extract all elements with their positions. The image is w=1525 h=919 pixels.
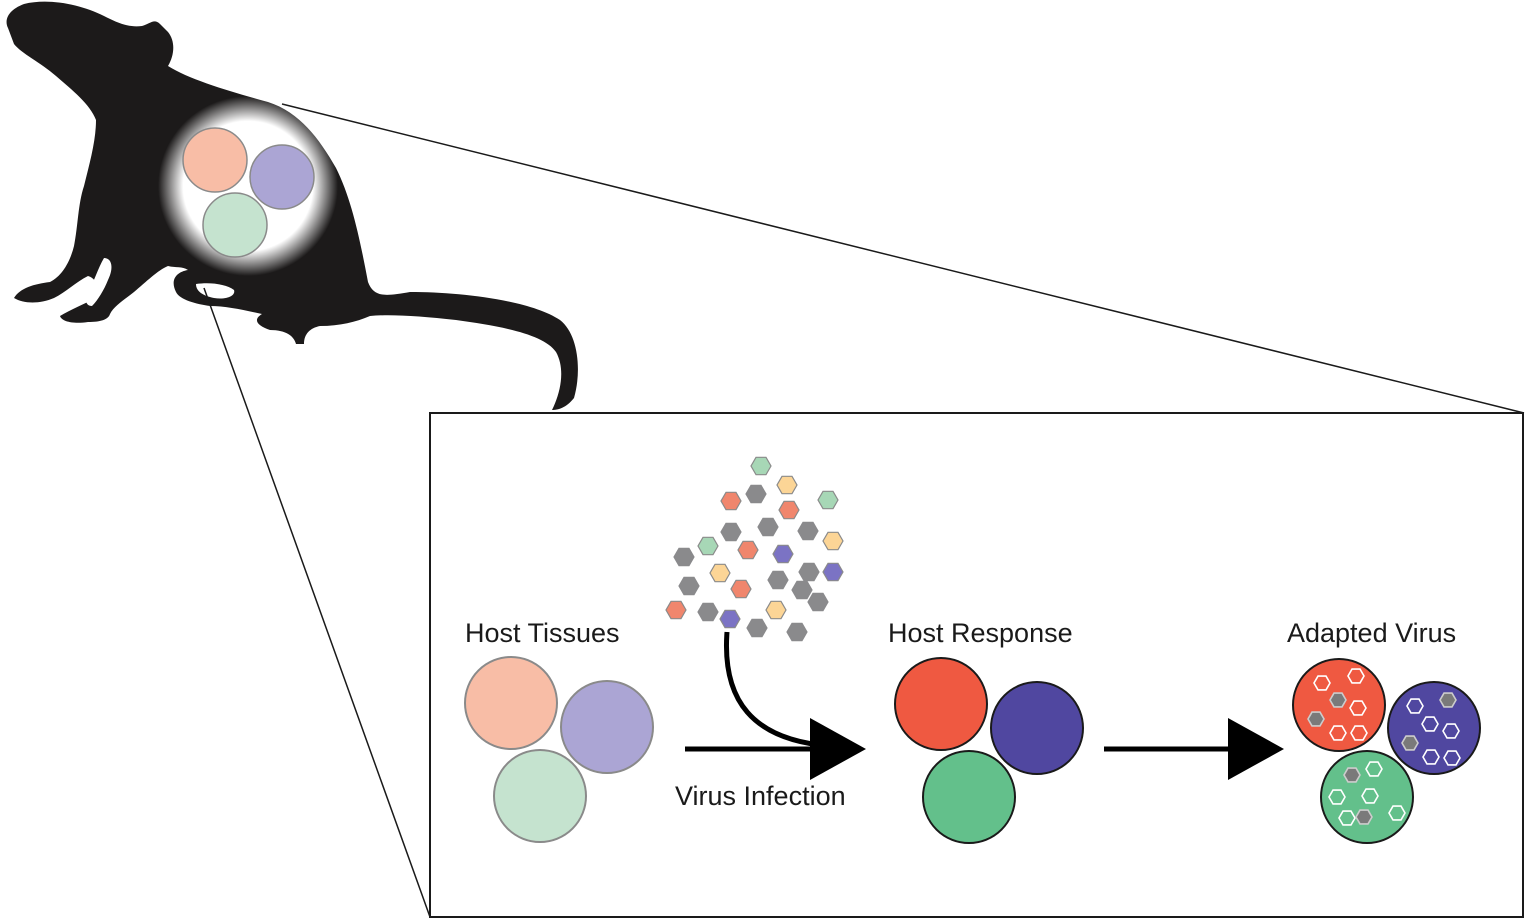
adapted-virion-icon	[1328, 789, 1346, 805]
virion-icon	[776, 475, 798, 495]
virion-icon	[746, 618, 768, 638]
adapted-virion-icon	[1343, 767, 1361, 783]
virion-icon	[745, 484, 767, 504]
virion-icon	[817, 490, 839, 510]
adapted-virion-icon	[1388, 805, 1406, 821]
adapted-virion-icon	[1422, 749, 1440, 765]
adapted-virion-icon	[1401, 735, 1419, 751]
infection-arrow	[685, 631, 866, 780]
virion-icon	[697, 536, 719, 556]
response-red	[894, 657, 988, 751]
adapted-virion-icon	[1442, 723, 1460, 739]
virion-icon	[750, 456, 772, 476]
inset-tissue-mint	[202, 192, 268, 258]
adapted-virion-icon	[1347, 668, 1365, 684]
adapted-virion-icon	[1313, 675, 1331, 691]
virion-icon	[719, 609, 741, 629]
adapted-virion-icon	[1307, 711, 1325, 727]
virion-icon	[822, 531, 844, 551]
virion-icon	[798, 562, 820, 582]
virion-icon	[737, 540, 759, 560]
virion-icon	[778, 500, 800, 520]
infection-arrowhead	[810, 718, 866, 780]
tissue-lavender	[560, 680, 654, 774]
response-green	[922, 750, 1016, 844]
virion-icon	[720, 491, 742, 511]
virion-icon	[767, 570, 789, 590]
adapted-virion-icon	[1350, 725, 1368, 741]
adapted-virion-icon	[1443, 750, 1461, 766]
adapted-virion-icon	[1421, 716, 1439, 732]
adapted-virion-icon	[1329, 725, 1347, 741]
tissue-mint	[493, 749, 587, 843]
mouse-tissue-inset	[158, 96, 338, 276]
virus-infection-label: Virus Infection	[675, 781, 846, 811]
virion-icon	[673, 547, 695, 567]
tissue-salmon	[464, 656, 558, 750]
virion-icon	[772, 544, 794, 564]
virion-icon	[757, 517, 779, 537]
infection-curve	[723, 631, 831, 749]
virion-icon	[765, 600, 787, 620]
host-tissues	[464, 656, 654, 843]
virion-icon	[678, 576, 700, 596]
mouse-paw	[196, 283, 235, 299]
response-arrow	[1104, 718, 1284, 780]
adapted-virus-cells	[1292, 658, 1481, 844]
adapted-virion-icon	[1406, 698, 1424, 714]
host-response	[894, 657, 1084, 844]
zoom-line-top	[281, 103, 1525, 414]
virion-icon	[822, 562, 844, 582]
adapted-virion-icon	[1361, 788, 1379, 804]
virion-icon	[786, 622, 808, 642]
adapted-virion-icon	[1338, 810, 1356, 826]
response-arrowhead	[1228, 718, 1284, 780]
virion-icon	[697, 602, 719, 622]
mouse-toe	[85, 258, 112, 306]
virus-cloud	[665, 456, 844, 642]
adapted-virion-icon	[1329, 692, 1347, 708]
adapted-virion-icon	[1365, 761, 1383, 777]
inset-tissue-salmon	[182, 127, 248, 193]
host-response-label: Host Response	[888, 618, 1073, 648]
response-blue	[990, 681, 1084, 775]
virion-icon	[791, 580, 813, 600]
virion-icon	[709, 563, 731, 583]
adapted-virus-label: Adapted Virus	[1287, 618, 1456, 648]
adapted-virion-icon	[1439, 692, 1457, 708]
inset-tissue-lavender	[249, 144, 315, 210]
adapted-virion-icon	[1349, 700, 1367, 716]
adapted-virion-icon	[1355, 809, 1373, 825]
zoom-line-bottom	[203, 287, 431, 918]
host-tissues-label: Host Tissues	[465, 618, 620, 648]
virion-icon	[807, 592, 829, 612]
virion-icon	[720, 522, 742, 542]
virion-icon	[797, 521, 819, 541]
virion-icon	[665, 600, 687, 620]
virion-icon	[730, 579, 752, 599]
